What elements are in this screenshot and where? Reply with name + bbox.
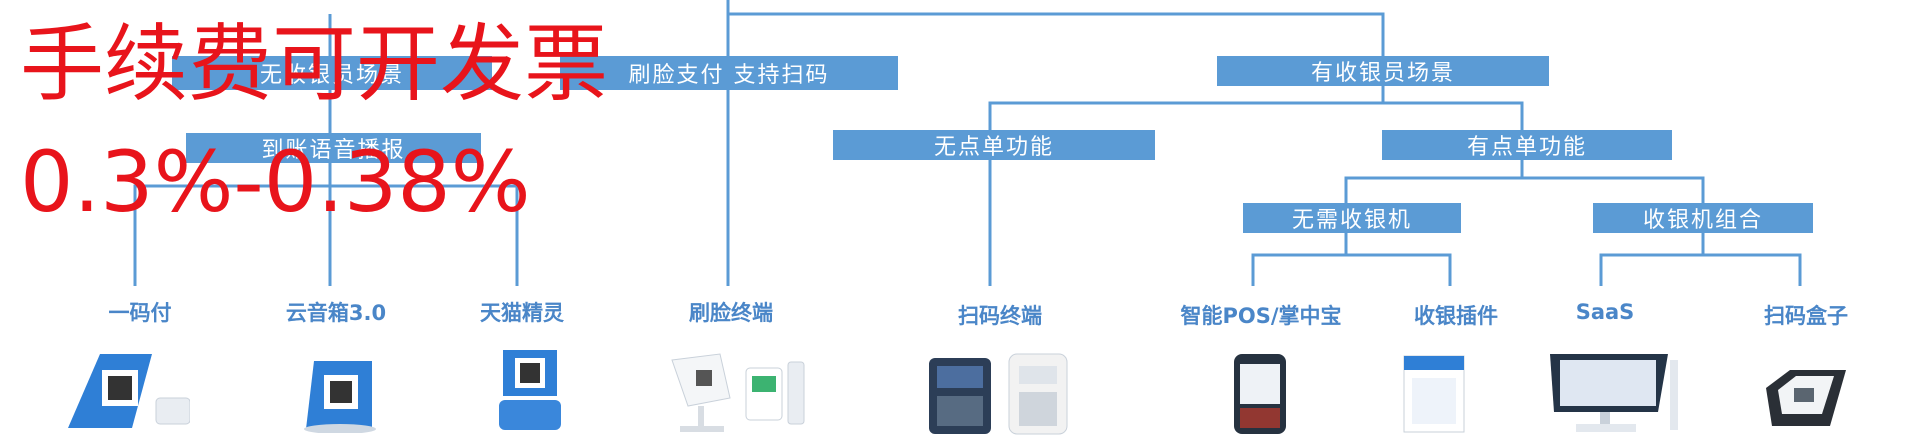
product-label-tmall-genie: 天猫精灵 <box>480 301 564 325</box>
node-has-cashier-scene: 有收银员场景 <box>1217 56 1549 86</box>
connector-has-order <box>1344 160 1705 203</box>
invoice-headline: 手续费可开发票 <box>20 15 609 113</box>
cashier-plugin-image <box>1403 355 1465 433</box>
product-label-scan-terminal: 扫码终端 <box>958 304 1042 328</box>
scan-box-image <box>1766 370 1846 426</box>
product-label-yimafu: 一码付 <box>108 301 172 325</box>
node-has-order-function: 有点单功能 <box>1382 130 1672 160</box>
saas-register-image <box>1550 354 1678 432</box>
qr-stand-image <box>68 354 190 428</box>
node-no-register: 无需收银机 <box>1243 203 1461 233</box>
smart-pos-image <box>1234 354 1286 434</box>
product-label-face-terminal: 刷脸终端 <box>689 301 773 325</box>
connector-register-combo <box>1599 233 1802 286</box>
product-label-cashier-plugin: 收银插件 <box>1414 304 1498 328</box>
product-label-scan-box: 扫码盒子 <box>1764 304 1848 328</box>
product-label-saas: SaaS <box>1575 300 1635 324</box>
speaker-image <box>304 361 376 433</box>
tmall-genie-image <box>499 350 561 430</box>
face-terminal-image <box>671 353 805 432</box>
connector-no-register <box>1251 233 1452 286</box>
node-face-payment: 刷脸支付 支持扫码 <box>560 56 898 90</box>
node-no-order-function: 无点单功能 <box>833 130 1155 160</box>
fee-rate: 0.3%-0.38% <box>20 133 531 231</box>
scan-terminal-image <box>929 353 1068 435</box>
product-label-smart-pos: 智能POS/掌中宝 <box>1180 304 1342 328</box>
node-voice-broadcast: 到账语音播报 <box>186 133 481 163</box>
connector-has-cashier <box>988 86 1524 130</box>
node-register-combo: 收银机组合 <box>1593 203 1813 233</box>
product-label-speaker: 云音箱3.0 <box>285 301 387 325</box>
node-no-cashier-scene: 无收银员场景 <box>172 56 492 90</box>
connector-voice <box>133 163 519 286</box>
